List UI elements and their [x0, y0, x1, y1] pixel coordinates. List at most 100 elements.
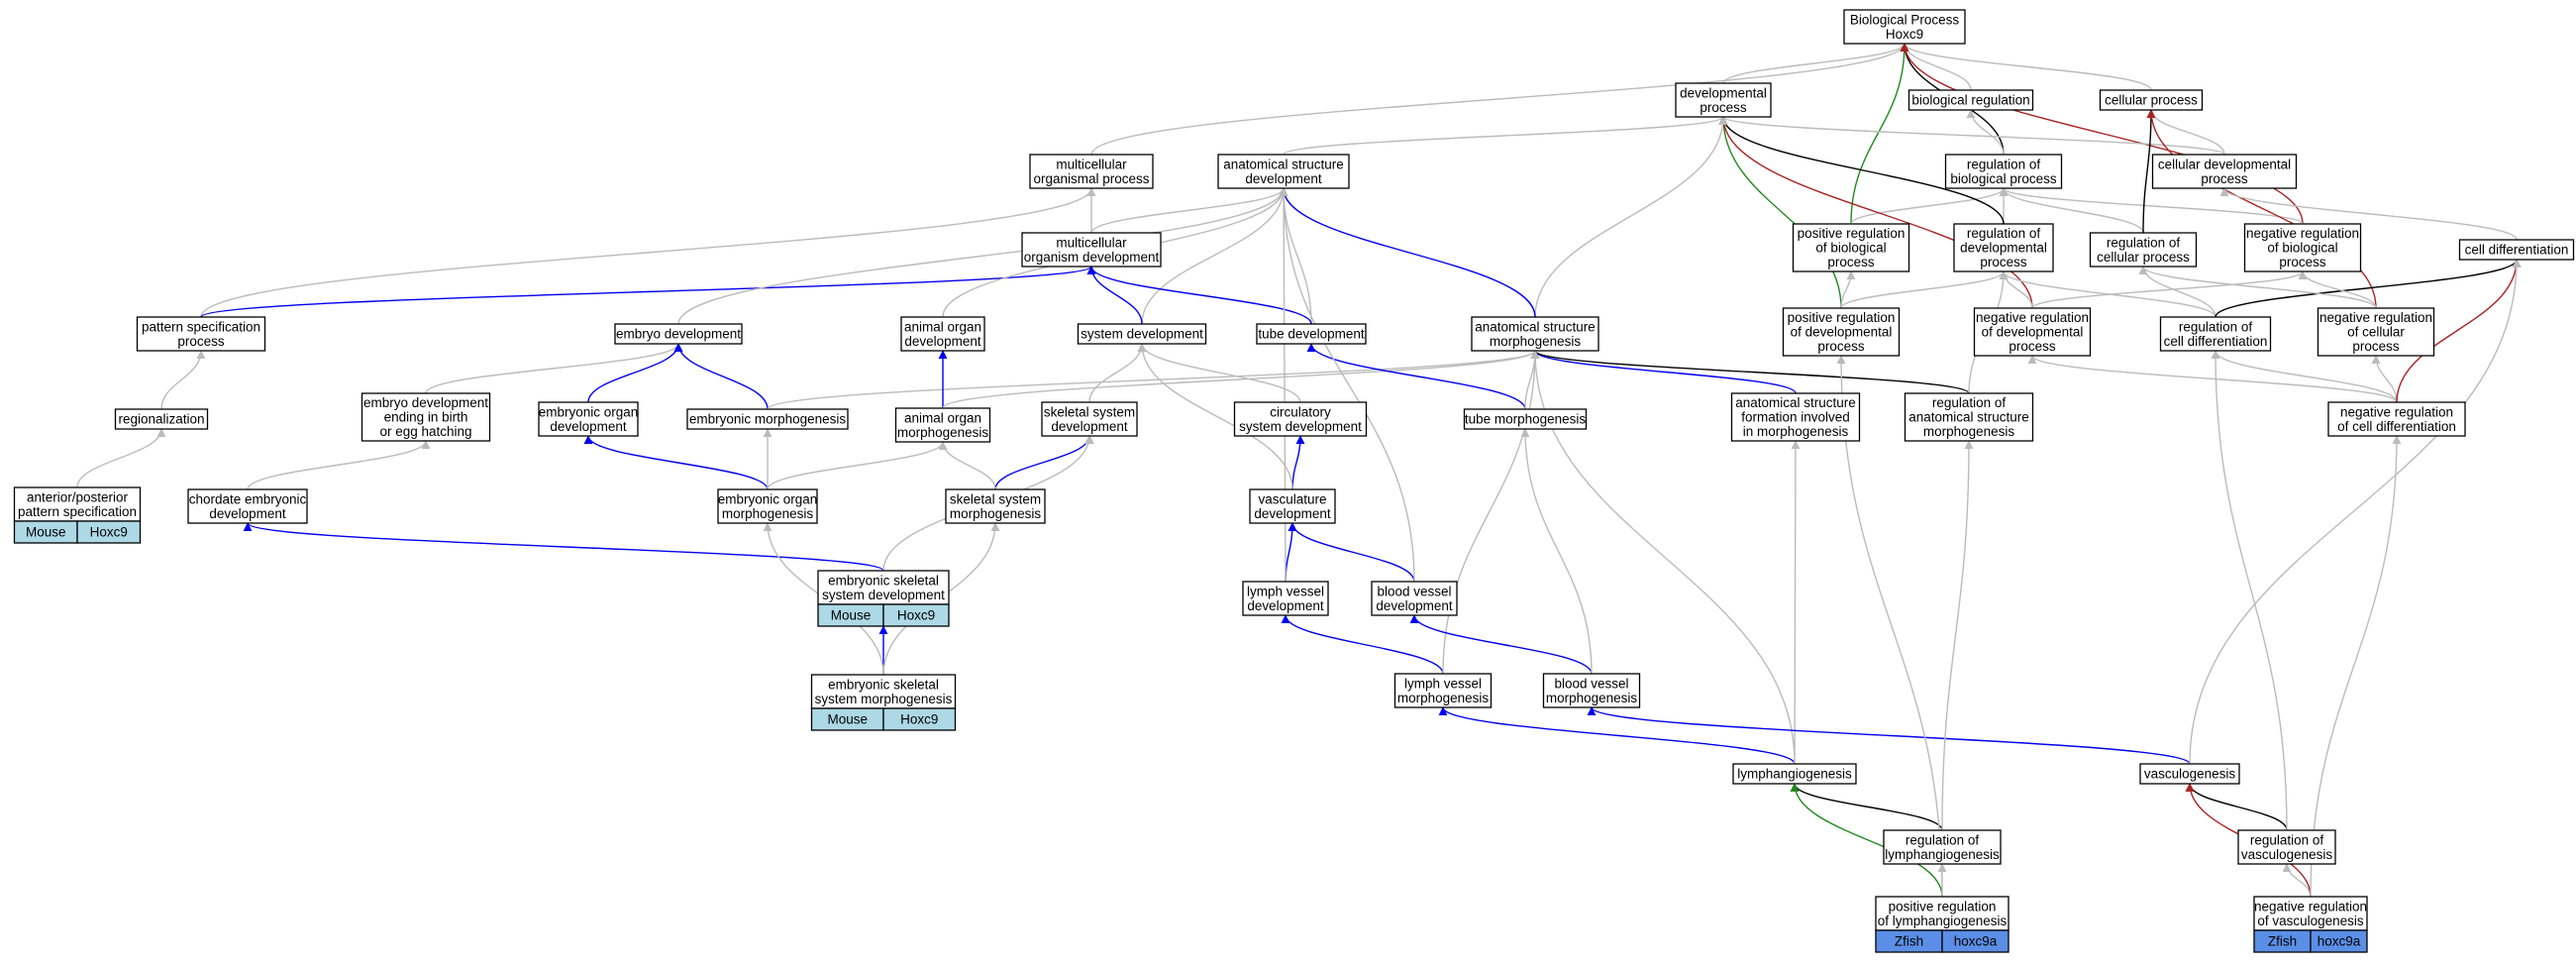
edge [767, 441, 948, 490]
edge-is-a [1840, 270, 2009, 309]
node-label-line: process [1980, 255, 2027, 269]
node-box [686, 408, 849, 430]
node-box [361, 392, 491, 442]
node-box [1371, 581, 1458, 616]
node-lymphangio[interactable]: lymphangiogenesis [1732, 763, 1857, 785]
node-label-line: process [2201, 171, 2248, 186]
node-label-line: morphogenesis [1923, 424, 2015, 439]
node-cell-diff[interactable]: cell differentiation [2458, 239, 2575, 261]
node-box [1875, 896, 2009, 931]
edge [1900, 43, 2152, 91]
edge [2371, 355, 2398, 403]
node-system-dev[interactable]: system development [1077, 323, 1207, 345]
node-label-line: lymphangiogenesis [1885, 847, 2000, 862]
node-box [1730, 392, 1861, 442]
node-label-line: regionalization [118, 412, 204, 427]
node-label-line: process [1827, 255, 1875, 269]
node-label-line: morphogenesis [722, 506, 814, 521]
node-label-line: developmental [1960, 241, 2047, 256]
edge [673, 343, 769, 410]
edge-regulates [1718, 116, 2005, 225]
edge-positively-regulates [1790, 783, 1943, 898]
edge [2189, 259, 2522, 765]
node-label-line: process [177, 334, 225, 349]
node-box [717, 488, 818, 524]
node-embryo-dev[interactable]: embryo development [614, 323, 743, 345]
node-label-line: positive regulation [1798, 226, 1906, 241]
node-label-line: Biological Process [1850, 12, 1960, 27]
node-label-line: of developmental [1982, 325, 2084, 340]
node-label-line: system development [1239, 419, 1362, 434]
node-cell-proc[interactable]: cellular process [2099, 89, 2204, 111]
node-label-line: chordate embryonic [189, 491, 307, 506]
node-label-line: of biological [1815, 241, 1886, 256]
node-vasculo[interactable]: vasculogenesis [2139, 763, 2240, 785]
node-label-line: development [1376, 598, 1453, 613]
edge-is-a [1088, 343, 1147, 403]
node-box [2151, 154, 2298, 189]
node-regionalization[interactable]: regionalization [114, 408, 209, 430]
gene-label: hoxc9a [1954, 934, 1998, 949]
node-bio-reg[interactable]: biological regulation [1907, 89, 2034, 111]
node-embryonic-morph[interactable]: embryonic morphogenesis [686, 408, 849, 430]
node-box [1217, 154, 1350, 189]
edge [2142, 109, 2156, 234]
edge [1530, 350, 1797, 394]
node-label-line: vasculature [1258, 491, 1326, 506]
edge-is-a [767, 441, 948, 490]
edge [1718, 116, 1842, 309]
edge-is-a [1999, 270, 2216, 318]
edge-is-a [1534, 116, 1728, 318]
node-label-line: negative regulation [2254, 899, 2367, 913]
edge-part-of [1288, 522, 1415, 583]
edge [1088, 343, 1147, 403]
edge-is-a [2211, 350, 2398, 403]
node-tube-dev[interactable]: tube development [1256, 323, 1367, 345]
edge [2031, 270, 2308, 309]
node-tube-morph[interactable]: tube morphogenesis [1463, 408, 1588, 430]
edge [2298, 270, 2377, 309]
